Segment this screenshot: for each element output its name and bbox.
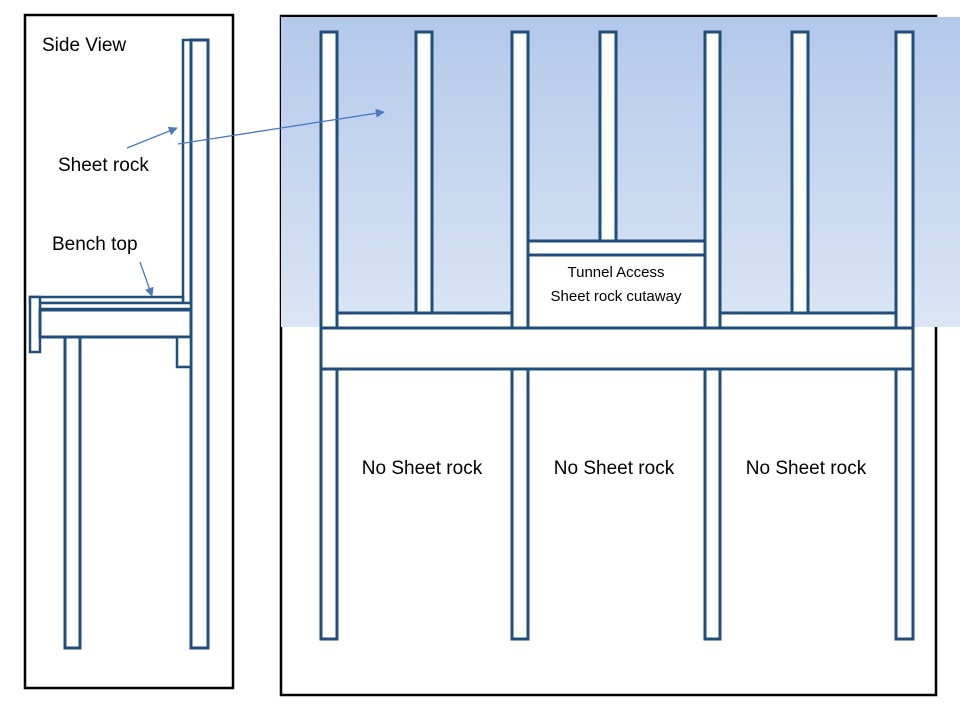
bench-cleat: [175, 335, 193, 369]
bench-top-arrow: [139, 261, 154, 297]
side-view-panel: Side View Sheet rock Bench top: [23, 13, 235, 690]
sheet-rock-arrow-front: [177, 108, 385, 145]
short-stud-3: [790, 30, 810, 315]
tunnel-access-sublabel: Sheet rock cutaway: [551, 288, 682, 305]
bay-label-3: No Sheet rock: [746, 458, 867, 479]
side-view-title: Side View: [42, 35, 126, 56]
tunnel-access-label: Tunnel Access: [568, 264, 665, 281]
bay-label-2: No Sheet rock: [554, 458, 675, 479]
tunnel-cutaway: [528, 255, 705, 327]
short-stud-2: [598, 30, 618, 243]
top-plate-left: [335, 311, 514, 330]
front-view-panel: Tunnel Access Sheet rock cutaway No Shee…: [279, 14, 960, 697]
tunnel-header: [526, 239, 707, 257]
short-stud-1: [414, 30, 434, 315]
side-wall-stud: [189, 38, 210, 650]
bay-label-1: No Sheet rock: [362, 458, 483, 479]
side-front-leg: [63, 335, 82, 650]
top-plate-right: [718, 311, 898, 330]
sheet-rock-label: Sheet rock: [58, 155, 149, 176]
bench-beam: [319, 326, 915, 371]
sheet-rock-arrow-side: [126, 126, 178, 149]
bench-top-label: Bench top: [52, 234, 138, 255]
bench-top-plywood: [36, 301, 193, 311]
bench-support-beam: [38, 308, 193, 339]
